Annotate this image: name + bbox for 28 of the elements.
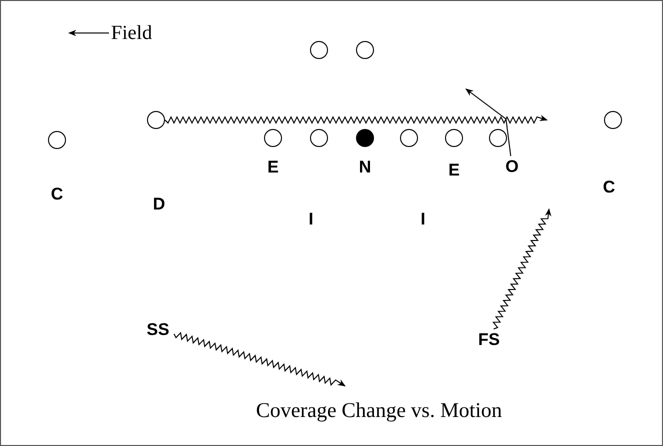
player-label: FS	[474, 329, 504, 349]
zigzag-arrow	[164, 114, 548, 124]
zigzag-arrow	[174, 332, 346, 386]
player-label: N	[358, 158, 372, 176]
player-label: C	[602, 178, 616, 196]
direction-label: Field	[111, 23, 152, 43]
player-label: I	[420, 210, 426, 228]
player-dot	[356, 129, 374, 147]
player-label: O	[502, 156, 522, 176]
player-circle	[356, 41, 374, 59]
player-circle	[48, 131, 66, 149]
player-circle	[445, 129, 463, 147]
player-label: I	[308, 210, 314, 228]
player-circle	[489, 129, 507, 147]
player-circle	[400, 129, 418, 147]
player-label: E	[448, 162, 460, 178]
player-circle	[264, 129, 282, 147]
player-label: D	[152, 196, 166, 212]
zigzag-arrow	[492, 208, 552, 330]
player-label: E	[267, 158, 279, 176]
player-circle	[310, 129, 328, 147]
player-label: SS	[142, 319, 174, 339]
player-circle	[147, 111, 165, 129]
player-label: C	[50, 186, 64, 202]
arrow	[465, 88, 512, 156]
caption: Coverage Change vs. Motion	[254, 399, 504, 422]
player-circle	[604, 111, 622, 129]
player-circle	[310, 41, 328, 59]
